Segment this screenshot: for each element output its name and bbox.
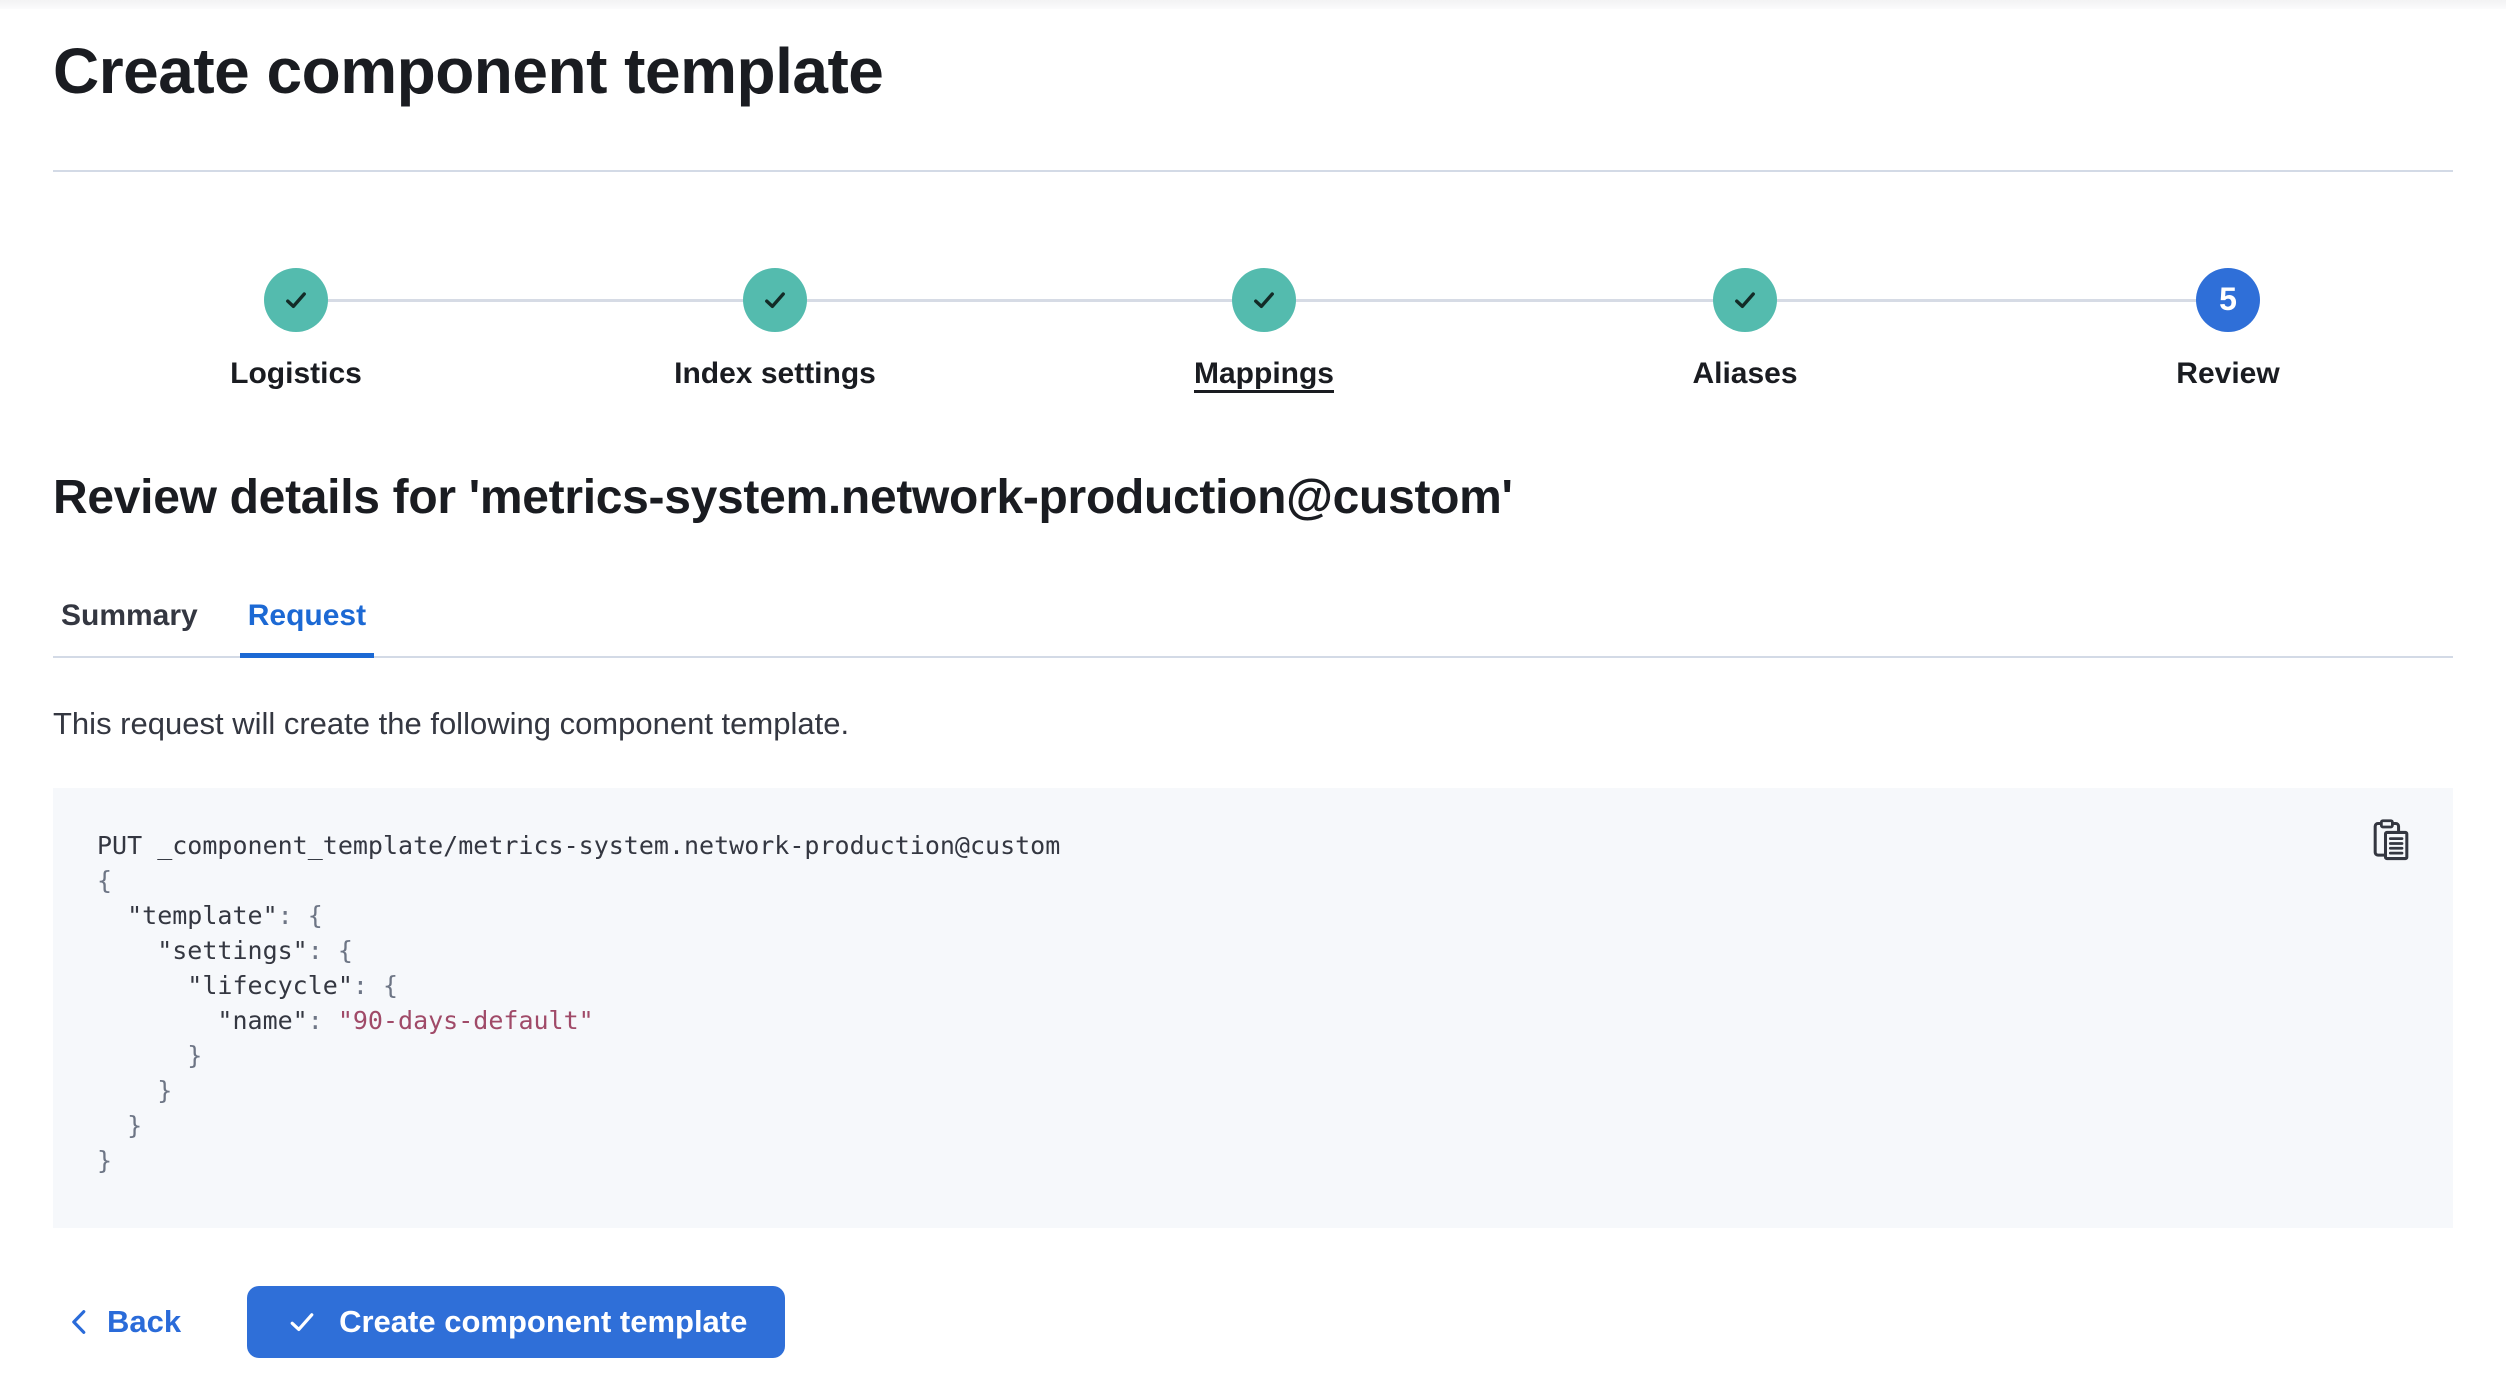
check-icon xyxy=(1735,291,1755,308)
step-label: Mappings xyxy=(1194,356,1334,390)
step-current-circle: 5 xyxy=(2196,267,2260,332)
step-index-settings[interactable]: Index settings xyxy=(605,267,945,391)
back-button-label: Back xyxy=(107,1303,182,1339)
step-label: Aliases xyxy=(1692,356,1798,390)
request-code-panel: PUT _component_template/metrics-system.n… xyxy=(53,787,2453,1228)
check-icon xyxy=(765,291,785,308)
step-complete-circle xyxy=(743,267,807,332)
back-button[interactable]: Back xyxy=(65,1304,181,1340)
review-tabs: Summary Request xyxy=(53,599,2453,658)
create-component-template-button[interactable]: Create component template xyxy=(247,1285,786,1358)
step-mappings[interactable]: Mappings xyxy=(1094,267,1434,391)
copy-to-clipboard-button[interactable] xyxy=(2367,816,2415,864)
check-icon xyxy=(290,1312,314,1331)
step-logistics[interactable]: Logistics xyxy=(126,267,466,391)
check-icon xyxy=(286,291,306,308)
review-details-heading: Review details for 'metrics-system.netwo… xyxy=(53,470,1513,524)
copy-clipboard-icon xyxy=(2373,819,2409,860)
code-line: "settings": { xyxy=(97,935,353,965)
code-line: "template": { xyxy=(97,900,323,930)
title-divider xyxy=(53,169,2453,172)
code-content: PUT _component_template/metrics-system.n… xyxy=(97,828,2409,1178)
check-icon xyxy=(1254,291,1274,308)
code-line: "name": "90-days-default" xyxy=(97,1005,594,1035)
step-review[interactable]: 5 Review xyxy=(2058,267,2398,391)
wizard-footer: Back Create component template xyxy=(53,1285,2453,1358)
page-title: Create component template xyxy=(53,35,884,107)
code-line: "lifecycle": { xyxy=(97,970,399,1000)
step-aliases[interactable]: Aliases xyxy=(1575,267,1915,391)
request-description: This request will create the following c… xyxy=(53,705,850,741)
step-complete-circle xyxy=(1232,267,1296,332)
create-button-label: Create component template xyxy=(339,1303,748,1339)
code-line: } xyxy=(97,1110,143,1140)
step-number: 5 xyxy=(2219,281,2237,318)
code-line: } xyxy=(97,1040,203,1070)
step-complete-circle xyxy=(1713,267,1777,332)
tab-summary[interactable]: Summary xyxy=(61,598,198,632)
code-line: } xyxy=(97,1075,173,1105)
step-label: Review xyxy=(2176,356,2280,390)
wizard-stepper: Logistics Index settings Mappings xyxy=(53,267,2453,402)
code-line: PUT _component_template/metrics-system.n… xyxy=(97,830,1061,860)
code-line: } xyxy=(97,1145,113,1175)
step-complete-circle xyxy=(264,267,328,332)
tab-request[interactable]: Request xyxy=(239,599,375,658)
step-label: Logistics xyxy=(230,356,362,390)
code-line: { xyxy=(97,865,113,895)
chevron-left-icon xyxy=(72,1309,86,1334)
step-label: Index settings xyxy=(674,356,876,390)
window-top-edge xyxy=(0,0,2506,9)
